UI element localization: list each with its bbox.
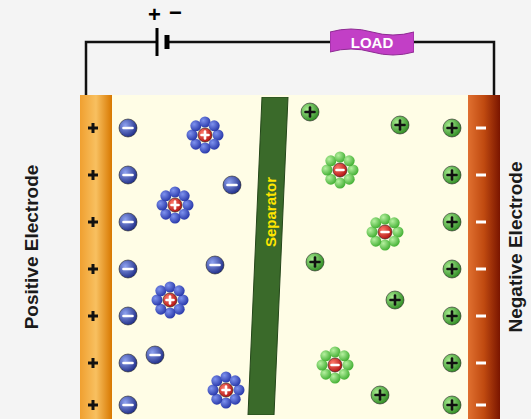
electrolyte [80, 95, 500, 419]
separator: Separator [246, 97, 290, 415]
cation [443, 213, 461, 231]
wire [414, 42, 494, 95]
node-label: Positive Electrode [21, 165, 43, 330]
anion [206, 256, 224, 274]
ions [119, 103, 461, 414]
cation [443, 354, 461, 372]
node-label: LOAD [351, 34, 394, 51]
anion [119, 166, 137, 184]
anion [119, 260, 137, 278]
anion [119, 396, 137, 414]
solvated-ion [317, 347, 354, 384]
cation [443, 396, 461, 414]
anion [119, 307, 137, 325]
cation [443, 119, 461, 137]
anion [223, 176, 241, 194]
node-label: Negative Electrode [505, 161, 527, 332]
anion [119, 119, 137, 137]
cation [443, 307, 461, 325]
wire [86, 42, 330, 95]
anion [146, 346, 164, 364]
solvated-ion [322, 152, 359, 189]
solvated-ion [208, 372, 245, 409]
cation [391, 116, 409, 134]
terminal-sign: − [169, 2, 182, 24]
anion [119, 354, 137, 372]
separator-shape [246, 97, 290, 415]
solvated-ion [367, 214, 404, 251]
solvated-ion [187, 117, 224, 154]
cation [301, 103, 319, 121]
terminal-sign: + [148, 4, 161, 26]
cation [306, 253, 324, 271]
positive-electrode: Positive Electrode [80, 95, 112, 419]
solvated-ion [152, 282, 189, 319]
negative-electrode: Negative Electrode [468, 95, 500, 419]
cation [443, 260, 461, 278]
cation [443, 166, 461, 184]
node-label: Separator [262, 177, 279, 247]
solvated-ion [157, 187, 194, 224]
cation [371, 386, 389, 404]
anion [119, 213, 137, 231]
load-banner: LOAD [330, 28, 414, 56]
cation [386, 291, 404, 309]
negative-electrode-shape [468, 95, 500, 419]
positive-electrode-shape [80, 95, 112, 419]
